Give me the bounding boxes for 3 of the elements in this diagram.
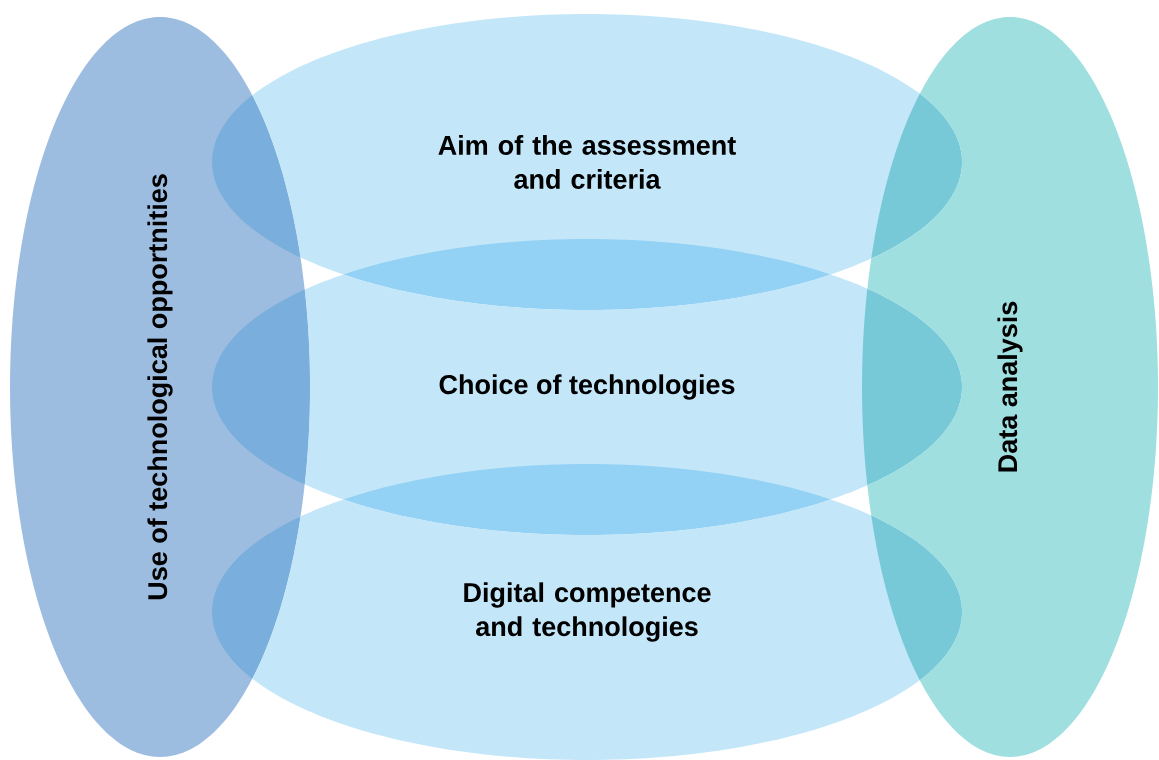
node-label: Aim of the assessment and criteria [438,135,736,189]
node-label: Digital competence and technologies [464,582,711,642]
node-label: Choice of technologies [439,374,735,400]
